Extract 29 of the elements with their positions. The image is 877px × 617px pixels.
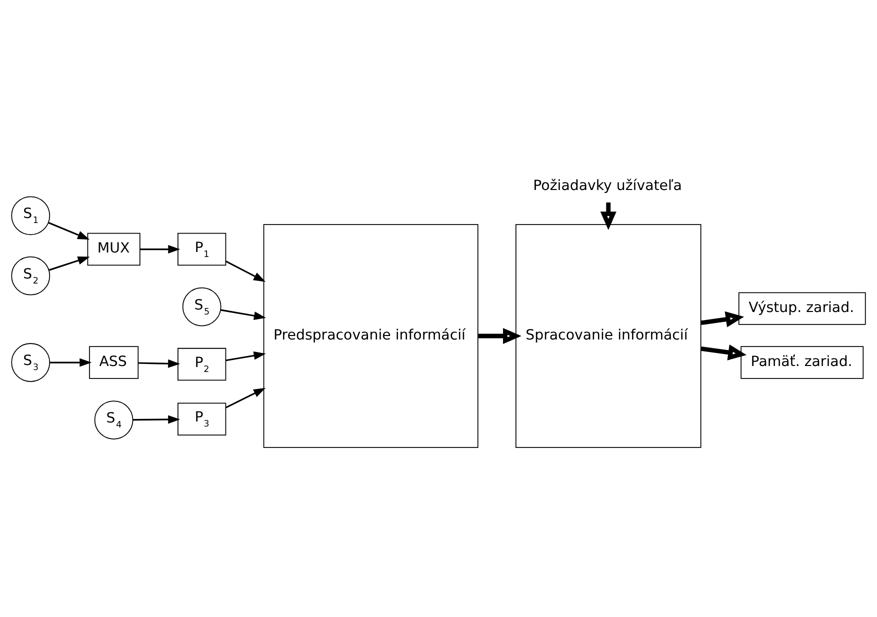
node-circle: S$_{3}$	[11, 342, 50, 382]
node-box: P$_{1}$	[178, 232, 226, 266]
node-box: MUX	[87, 232, 140, 266]
node-box: Predspracovanie informácií	[263, 224, 478, 448]
arrow	[48, 221, 90, 240]
node-box: Výstup. zariad.	[738, 292, 866, 324]
arrow	[700, 310, 744, 327]
node-box: P$_{3}$	[178, 402, 226, 436]
arrow	[50, 358, 92, 366]
arrow	[478, 327, 522, 344]
arrow	[600, 202, 616, 230]
arrow	[132, 414, 180, 424]
arrow	[226, 260, 266, 282]
node-box: ASS	[89, 346, 139, 378]
arrow	[226, 387, 266, 408]
node-circle: S$_{4}$	[94, 400, 134, 439]
node-circle: S$_{1}$	[11, 196, 50, 235]
node-box: Pamäť. zariad.	[740, 346, 864, 378]
arrow	[140, 244, 180, 253]
node-circle: S$_{5}$	[182, 286, 222, 326]
node-text: Požiadavky užívateľa	[533, 177, 682, 194]
arrow	[138, 358, 180, 368]
node-box: Spracovanie informácií	[515, 224, 702, 448]
arrow	[700, 344, 747, 360]
node-circle: S$_{2}$	[11, 256, 50, 295]
arrow	[220, 308, 266, 320]
arrow	[48, 256, 90, 270]
node-box: P$_{2}$	[178, 347, 226, 380]
arrow	[226, 350, 266, 361]
